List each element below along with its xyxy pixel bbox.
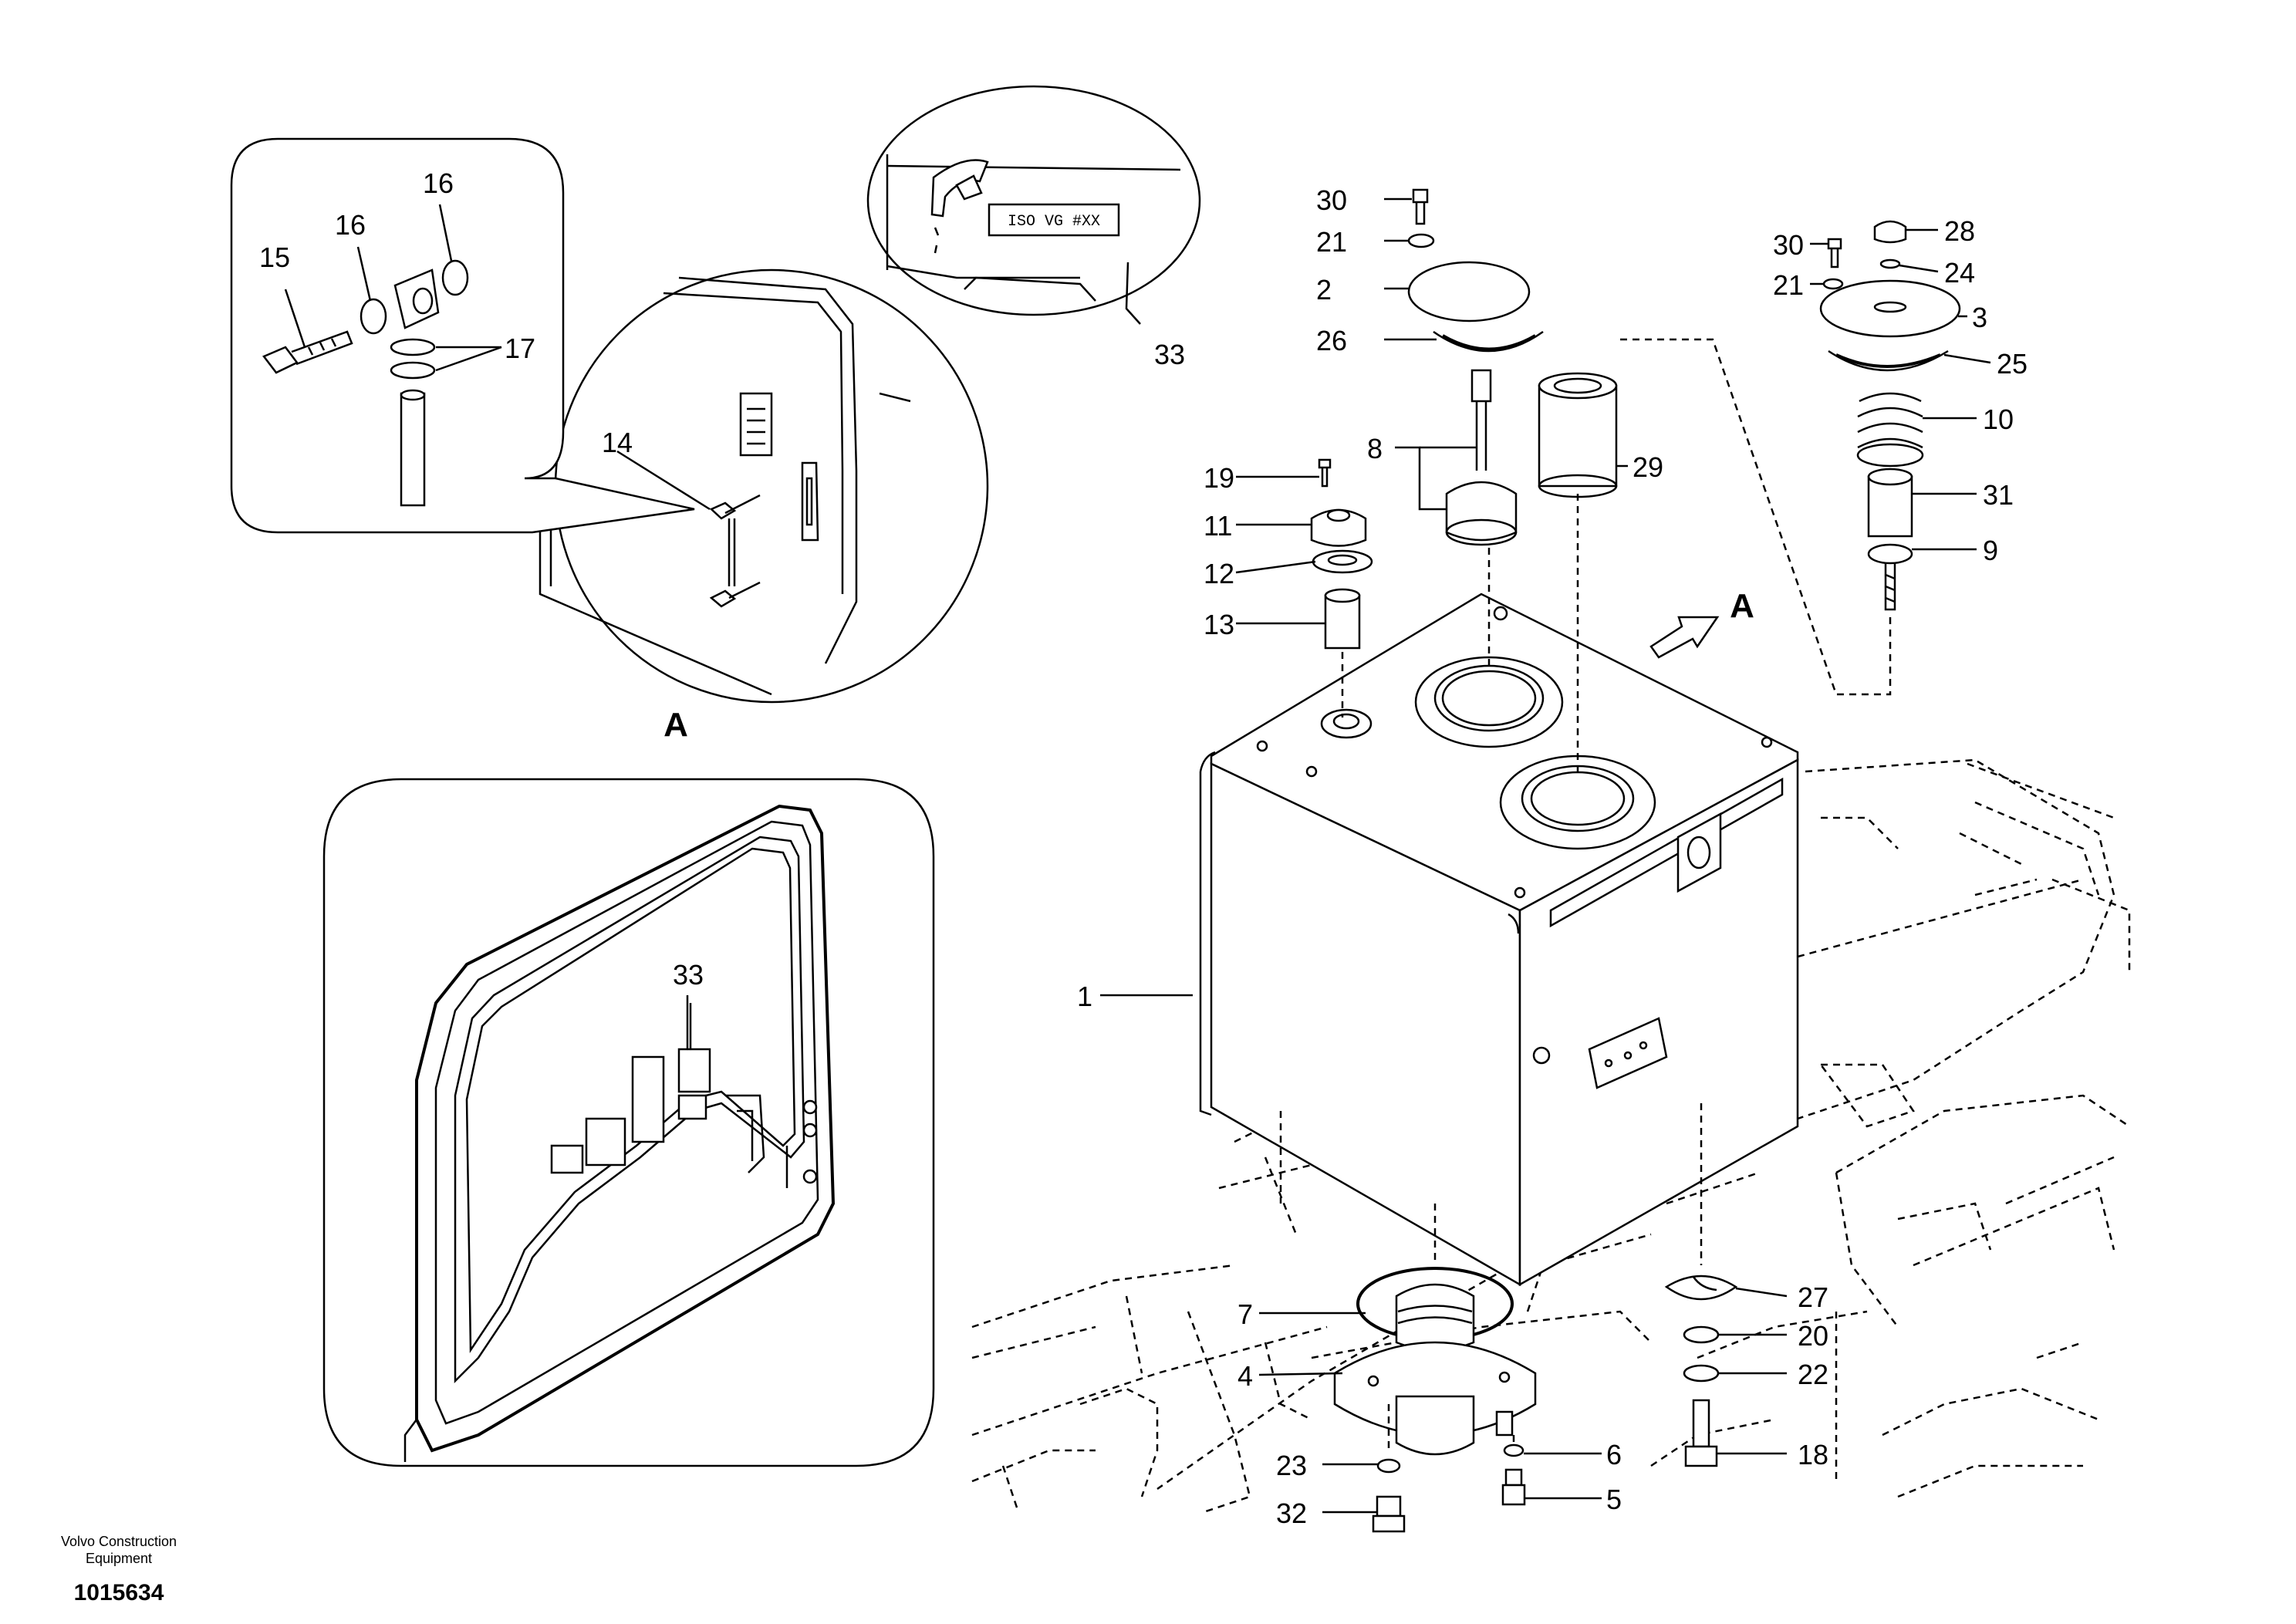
door-label-2 [677, 1048, 711, 1093]
callout-31: 31 [1983, 479, 2014, 511]
callout-6: 6 [1606, 1439, 1622, 1470]
callout-26: 26 [1316, 325, 1347, 356]
callout-24: 24 [1944, 257, 1975, 289]
callout-numbers: 30 21 2 26 8 29 19 11 12 13 28 24 30 21 … [259, 167, 2028, 1529]
callout-5: 5 [1606, 1484, 1622, 1515]
arrow-a-label: A [1730, 587, 1754, 625]
callout-28: 28 [1944, 215, 1975, 247]
callout-25: 25 [1997, 348, 2028, 380]
callout-18: 18 [1798, 1439, 1828, 1470]
label-plate-small [739, 392, 773, 457]
callout-33-plate: 33 [1154, 339, 1185, 370]
callout-15: 15 [259, 241, 290, 273]
detail-a-label: A [663, 706, 688, 744]
callout-21-cap: 21 [1773, 269, 1804, 301]
inset-oil-plate: ISO VG #XX [866, 85, 1201, 316]
door-label-1 [631, 1055, 665, 1143]
callout-32: 32 [1276, 1497, 1307, 1529]
callout-11: 11 [1204, 510, 1232, 542]
view-arrow-a: A [1649, 587, 1754, 659]
leader-lines [284, 198, 1991, 1514]
callout-17: 17 [505, 333, 535, 364]
door-label-4 [585, 1117, 626, 1167]
document-number: 1015634 [74, 1580, 164, 1605]
callout-14: 14 [602, 427, 633, 458]
callout-4: 4 [1237, 1360, 1253, 1392]
callout-8: 8 [1367, 433, 1383, 464]
callout-7: 7 [1237, 1298, 1253, 1330]
oil-plate-text: ISO VG #XX [1008, 213, 1100, 231]
hydraulic-tank [1199, 593, 1799, 1287]
detail-a-view: A [539, 268, 989, 744]
callout-16-right: 16 [423, 167, 454, 199]
callout-29: 29 [1633, 451, 1663, 483]
callout-30-cap: 30 [1773, 229, 1804, 261]
callout-2: 2 [1316, 274, 1332, 306]
callout-16-left: 16 [335, 209, 366, 241]
parts [1310, 188, 1961, 1533]
callout-30-cover: 30 [1316, 184, 1347, 216]
company-name-line2: Equipment [86, 1551, 152, 1566]
callout-27: 27 [1798, 1281, 1828, 1313]
callout-9: 9 [1983, 535, 1998, 566]
inset-seal-kit [230, 137, 695, 534]
footer: Volvo Construction Equipment 1015634 [61, 1534, 177, 1605]
callout-19: 19 [1204, 462, 1234, 494]
door-label-5 [550, 1144, 584, 1174]
inset-cab-door [322, 778, 935, 1467]
callout-20: 20 [1798, 1320, 1828, 1352]
callout-13: 13 [1204, 609, 1234, 640]
callout-3: 3 [1972, 302, 1987, 333]
assembly-lines [1279, 338, 1892, 1450]
oil-plate [988, 203, 1120, 237]
callout-22: 22 [1798, 1359, 1828, 1390]
callout-1: 1 [1077, 981, 1092, 1012]
door-label-3 [677, 1094, 707, 1120]
callout-10: 10 [1983, 403, 2014, 435]
company-name-line1: Volvo Construction [61, 1534, 177, 1549]
callout-21-cover: 21 [1316, 226, 1347, 258]
callout-23: 23 [1276, 1450, 1307, 1481]
callout-33-door: 33 [673, 959, 704, 991]
callout-12: 12 [1204, 558, 1234, 589]
